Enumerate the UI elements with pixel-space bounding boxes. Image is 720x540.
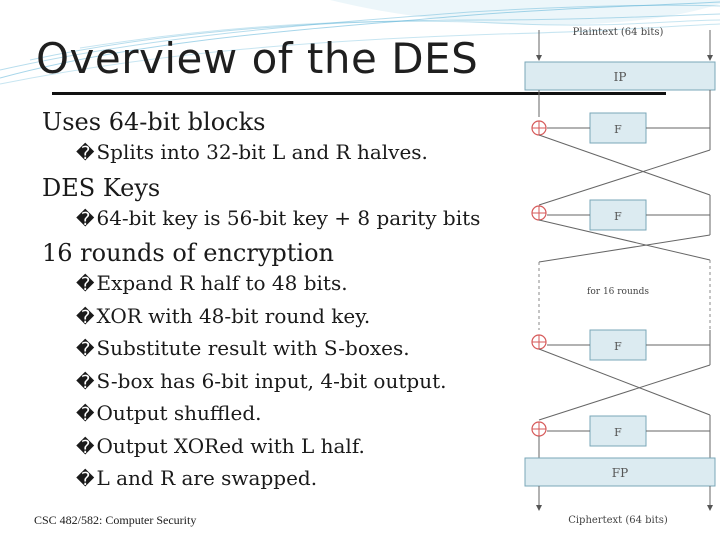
xor-icon — [531, 205, 547, 221]
bullet-glyph-icon: � — [76, 469, 95, 490]
slide-title: Overview of the DES — [36, 34, 479, 83]
f-label: F — [614, 123, 622, 136]
f-function-box — [589, 415, 647, 447]
ciphertext-label: Ciphertext (64 bits) — [568, 515, 668, 526]
xor-icon — [531, 334, 547, 350]
sub-bullet: �Output shuffled. — [76, 398, 522, 431]
sub-bullet: �Expand R half to 48 bits. — [76, 268, 522, 301]
sub-bullet-text: Substitute result with S-boxes. — [96, 336, 410, 360]
bullet-glyph-icon: � — [76, 404, 95, 425]
slide-footer: CSC 482/582: Computer Security — [34, 513, 197, 527]
bullet-blocks: Uses 64-bit blocks — [42, 108, 266, 136]
fp-box — [524, 457, 716, 487]
bullet-glyph-icon: � — [76, 436, 95, 458]
bullet-list: Uses 64-bit blocks �Splits into 32-bit L… — [42, 108, 522, 496]
sub-bullet: �XOR with 48-bit round key. — [76, 301, 522, 334]
sub-bullet: �64-bit key is 56-bit key + 8 parity bit… — [76, 203, 522, 236]
bullet-glyph-icon: � — [76, 306, 95, 328]
f-label: F — [614, 340, 622, 353]
bullet-glyph-icon: � — [76, 143, 95, 164]
bullet-glyph-icon: � — [76, 371, 95, 393]
sub-bullet-text: Output shuffled. — [96, 401, 262, 425]
sub-bullet: �S-box has 6-bit input, 4-bit output. — [76, 366, 522, 399]
fp-label: FP — [612, 466, 628, 480]
sub-bullet: �Splits into 32-bit L and R halves. — [76, 137, 522, 170]
xor-icon — [531, 421, 547, 437]
f-label: F — [614, 426, 622, 439]
xor-icon — [531, 120, 547, 136]
sub-bullet: �Substitute result with S-boxes. — [76, 333, 522, 366]
title-underline — [52, 92, 666, 95]
f-function-box — [589, 199, 647, 231]
bullet-glyph-icon: � — [76, 208, 95, 230]
sub-bullet-text: Expand R half to 48 bits. — [96, 271, 348, 295]
header-swoosh-decoration — [0, 0, 720, 85]
bullet-glyph-icon: � — [76, 274, 95, 295]
f-label: F — [614, 210, 622, 223]
sub-bullet-text: L and R are swapped. — [96, 466, 318, 490]
rounds-label: for 16 rounds — [587, 287, 649, 297]
sub-bullet-text: XOR with 48-bit round key. — [96, 303, 371, 328]
sub-bullet: �L and R are swapped. — [76, 463, 522, 496]
sub-bullet-text: S-box has 6-bit input, 4-bit output. — [96, 368, 447, 393]
bullet-rounds: 16 rounds of encryption — [42, 239, 334, 267]
sub-bullet-text: Output XORed with L half. — [96, 433, 365, 458]
bullet-keys: DES Keys — [42, 173, 161, 202]
sub-bullet-text: Splits into 32-bit L and R halves. — [96, 140, 428, 164]
f-function-box — [589, 329, 647, 361]
sub-bullet-text: 64-bit key is 56-bit key + 8 parity bits — [96, 205, 481, 230]
f-function-box — [589, 112, 647, 144]
sub-bullet: �Output XORed with L half. — [76, 431, 522, 464]
bullet-glyph-icon: � — [76, 339, 95, 360]
